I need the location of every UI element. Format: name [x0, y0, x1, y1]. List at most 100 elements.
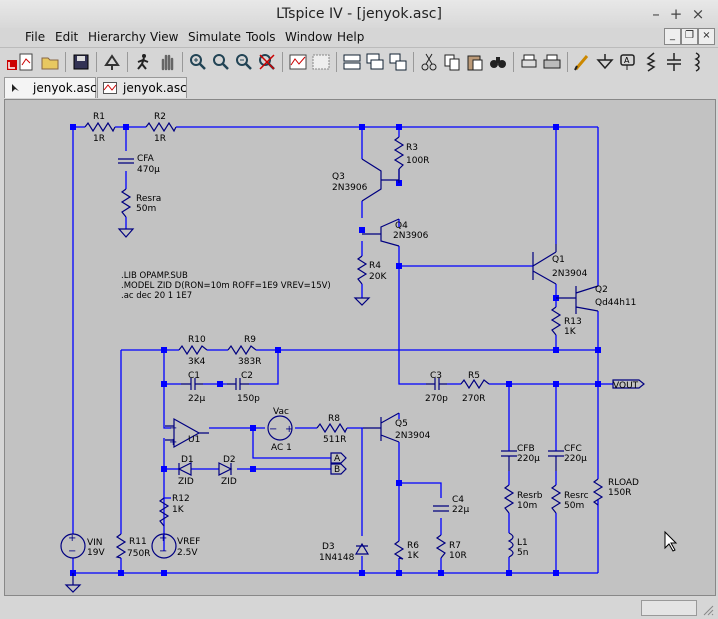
menu-help[interactable]: Help	[337, 30, 365, 44]
print-setup-icon[interactable]	[518, 51, 540, 73]
menu-edit[interactable]: Edit	[55, 30, 79, 44]
menu-window[interactable]: Window	[285, 30, 333, 44]
menu-view[interactable]: View	[150, 30, 179, 44]
label-r9: R9	[244, 335, 256, 345]
tile-waveform-icon[interactable]	[310, 51, 332, 73]
pointer-icon	[12, 84, 19, 92]
draw-wire-icon[interactable]	[571, 51, 593, 73]
tile-horizontal-icon[interactable]	[341, 51, 363, 73]
paste-icon[interactable]	[464, 51, 486, 73]
zoom-in-icon[interactable]	[187, 51, 209, 73]
zoom-out-icon[interactable]	[233, 51, 255, 73]
value-r4: 20K	[369, 272, 387, 282]
mdi-minimize-button[interactable]: _	[664, 28, 681, 45]
zoom-fit-icon[interactable]	[256, 51, 278, 73]
ground-icon[interactable]	[594, 51, 616, 73]
label-resrc: Resrc	[564, 491, 589, 501]
close-button[interactable]: ×	[691, 5, 705, 23]
value-rload: 150R	[608, 488, 631, 498]
value-resrc: 50m	[564, 501, 584, 511]
label-r3: R3	[406, 143, 418, 153]
open-button[interactable]	[39, 51, 61, 73]
svg-text:A: A	[624, 56, 630, 65]
svg-text:+: +	[285, 424, 293, 435]
menu-simulate[interactable]: Simulate	[188, 30, 242, 44]
label-d2: D2	[223, 455, 236, 465]
print-icon[interactable]	[541, 51, 563, 73]
waveform-icon[interactable]	[287, 51, 309, 73]
cascade-icon[interactable]	[364, 51, 386, 73]
schematic-canvas[interactable]: −+ +− +− −+ R1 1R R2 1R CFA 470µ Resra 5…	[4, 99, 716, 596]
svg-text:−: −	[169, 423, 177, 434]
tab-schematic[interactable]: jenyok.asc	[4, 77, 97, 98]
spice-directives: .LIB OPAMP.SUB .MODEL ZID D(RON=10m ROFF…	[121, 271, 331, 301]
menu-tools[interactable]: Tools	[246, 30, 276, 44]
value-vin: 19V	[87, 548, 105, 558]
copy-icon[interactable]	[441, 51, 463, 73]
value-cfc: 220µ	[564, 454, 587, 464]
value-d1: ZID	[178, 477, 194, 487]
label-r6: R6	[407, 541, 419, 551]
value-r2: 1R	[154, 134, 166, 144]
find-icon[interactable]	[487, 51, 509, 73]
run-button[interactable]	[132, 51, 154, 73]
label-q5: Q5	[395, 419, 408, 429]
value-d3: 1N4148	[319, 553, 355, 563]
maximize-button[interactable]: +	[669, 5, 683, 23]
capacitor-icon[interactable]	[663, 51, 685, 73]
value-q3: 2N3906	[332, 183, 368, 193]
control-panel-button[interactable]	[101, 51, 123, 73]
component-symbols	[60, 121, 645, 593]
svg-text:−: −	[68, 546, 76, 557]
label-d1: D1	[181, 455, 194, 465]
mdi-close-button[interactable]: ×	[698, 28, 715, 45]
label-r12: R12	[172, 494, 190, 504]
label-cfb: CFB	[517, 444, 535, 454]
label-r4: R4	[369, 261, 381, 271]
cut-icon[interactable]	[418, 51, 440, 73]
resistor-icon[interactable]	[640, 51, 662, 73]
value-q1: 2N3904	[552, 269, 588, 279]
value-c2: 150p	[237, 394, 260, 404]
label-c3: C3	[430, 371, 442, 381]
label-r1: R1	[93, 112, 105, 122]
value-q5: 2N3904	[395, 431, 431, 441]
inductor-icon[interactable]	[686, 51, 708, 73]
zoom-pan-icon[interactable]	[210, 51, 232, 73]
label-q1: Q1	[552, 255, 565, 265]
menu-hierarchy[interactable]: Hierarchy	[88, 30, 147, 44]
tile-vertical-icon[interactable]	[387, 51, 409, 73]
new-schematic-button[interactable]	[15, 51, 37, 73]
tab-waveform[interactable]: jenyok.asc	[97, 77, 187, 98]
status-bar	[0, 598, 718, 619]
status-box	[641, 600, 697, 616]
label-c1: C1	[188, 371, 200, 381]
label-net-icon[interactable]: A	[617, 51, 639, 73]
label-resra: Resra	[136, 194, 161, 204]
label-r8: R8	[328, 414, 340, 424]
value-r7: 10R	[449, 551, 467, 561]
resize-grip-icon[interactable]	[700, 602, 714, 616]
value-cfa: 470µ	[137, 165, 160, 175]
value-r1: 1R	[93, 134, 105, 144]
label-u1: U1	[188, 435, 200, 445]
label-cfa: CFA	[137, 154, 155, 164]
value-vref: 2.5V	[177, 548, 198, 558]
halt-button[interactable]	[156, 51, 178, 73]
directive-ac: .ac dec 20 1 1E7	[121, 291, 192, 301]
label-q2: Q2	[595, 285, 608, 295]
port-a-label: A	[334, 454, 341, 464]
label-d3: D3	[322, 542, 335, 552]
value-r8: 511R	[323, 435, 346, 445]
mdi-restore-button[interactable]: ❐	[681, 28, 698, 45]
save-button[interactable]	[70, 51, 92, 73]
svg-text:+: +	[159, 533, 167, 544]
value-c3: 270p	[425, 394, 448, 404]
ltspice-app-icon[interactable]	[6, 59, 18, 71]
title-bar: LTspice IV - [jenyok.asc] – + ×	[0, 0, 718, 28]
label-vref: VREF	[177, 537, 200, 547]
port-b-label: B	[334, 465, 340, 475]
menu-file[interactable]: File	[25, 30, 46, 44]
minimize-button[interactable]: –	[652, 5, 660, 23]
label-q3: Q3	[332, 172, 345, 182]
